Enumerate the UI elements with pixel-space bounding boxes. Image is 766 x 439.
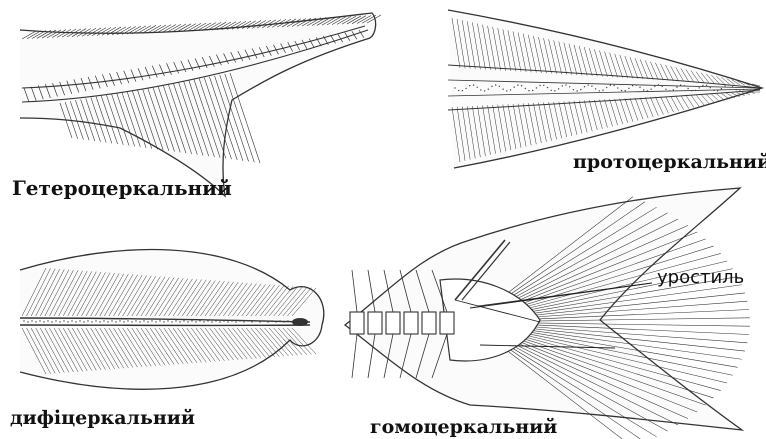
diphycercal-caption: дифіцеркальний <box>10 409 195 428</box>
urostyle-label: уростиль <box>657 269 744 287</box>
diphycercal-tail-drawing <box>20 250 324 390</box>
heterocercal-caption: Гетероцеркальний <box>12 178 232 198</box>
homocercal-caption: гомоцеркальний <box>370 418 557 437</box>
homocercal-tail-drawing <box>345 188 750 439</box>
protocercal-tail-drawing <box>448 10 762 168</box>
heterocercal-tail-drawing <box>20 13 381 196</box>
protocercal-caption: протоцеркальний <box>573 153 766 172</box>
